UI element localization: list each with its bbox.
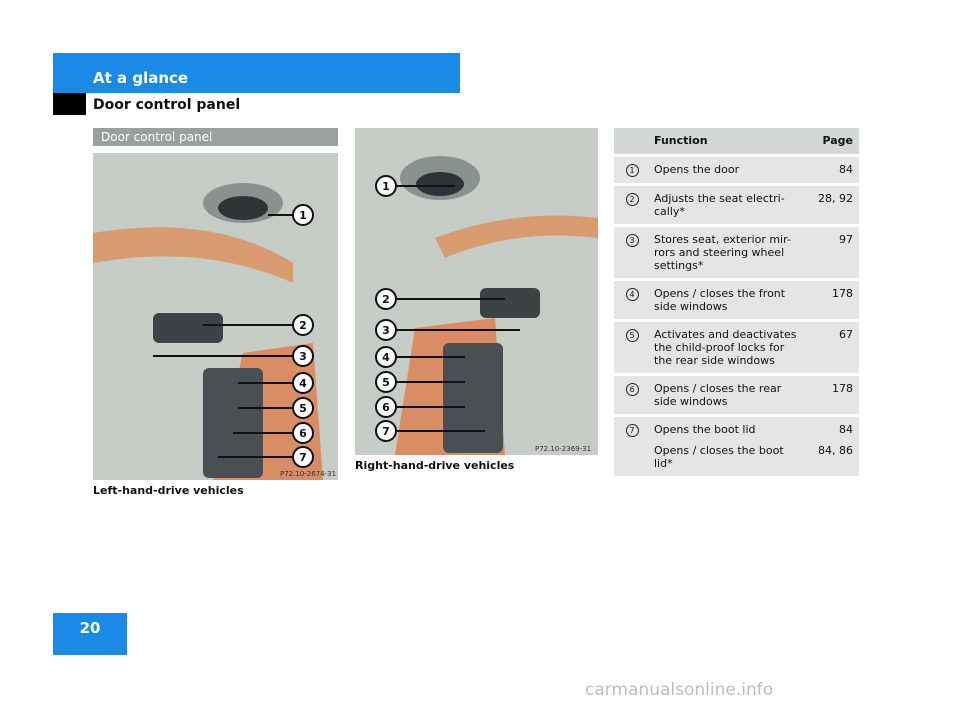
svg-text:7: 7 [299,451,307,464]
function-cell: Opens / closes the front side windows [650,279,805,322]
svg-text:1: 1 [299,209,307,222]
page-title: Door control panel [93,97,241,113]
svg-text:6: 6 [382,401,390,414]
item-number: 1 [625,164,639,177]
table-row: 4 Opens / closes the front side windows … [614,279,859,322]
svg-text:4: 4 [299,377,307,390]
svg-text:5: 5 [299,402,307,415]
page-value: 84 [839,423,853,436]
function-cell: Activates and deactivates the child-proo… [650,320,805,376]
page-cell: 67 [805,320,859,376]
page-cell: 97 [805,225,859,281]
header-bar [53,53,460,93]
svg-text:2: 2 [382,293,390,306]
table-header-row: Function Page [614,128,859,157]
left-door-photo: 1 2 3 4 5 6 7 [93,153,338,480]
function-line: Opens the boot lid [654,423,756,436]
table-row: 7 Opens the boot lid Opens / closes the … [614,415,859,479]
page-number: 20 [53,613,127,655]
function-cell: Adjusts the seat electri- cally* [650,184,805,227]
item-number: 3 [625,234,639,247]
svg-text:5: 5 [382,376,390,389]
chapter-title: At a glance [93,69,189,87]
page-cell: 178 [805,374,859,417]
function-line: Opens / closes the boot lid* [654,444,784,470]
svg-text:2: 2 [299,319,307,332]
page-value: 84, 86 [818,444,853,457]
watermark: carmanualsonline.info [585,680,774,700]
item-number: 6 [625,383,639,396]
right-photo-caption: Right-hand-drive vehicles [355,459,515,472]
table-row: 2 Adjusts the seat electri- cally* 28, 9… [614,184,859,227]
item-number: 4 [625,288,639,301]
num-header [614,128,650,157]
page-cell: 178 [805,279,859,322]
page-cell: 84 84, 86 [805,415,859,479]
page-header: Page [805,128,859,157]
left-photo-code: P72.10-2674-31 [280,470,337,478]
svg-text:3: 3 [299,350,307,363]
table-row: 3 Stores seat, exterior mir- rors and st… [614,225,859,281]
svg-text:3: 3 [382,324,390,337]
function-table: Function Page 1 Opens the door 84 2 Adju… [614,128,859,479]
page-cell: 84 [805,155,859,186]
function-cell: Stores seat, exterior mir- rors and stee… [650,225,805,281]
section-marker [53,93,86,115]
section-tag: Door control panel [93,128,338,146]
table-row: 1 Opens the door 84 [614,155,859,186]
table-row: 6 Opens / closes the rear side windows 1… [614,374,859,417]
function-cell: Opens the boot lid Opens / closes the bo… [650,415,805,479]
svg-text:4: 4 [382,351,390,364]
function-cell: Opens the door [650,155,805,186]
right-photo-code: P72.10-2369-31 [535,445,592,453]
item-number: 7 [625,424,639,437]
svg-text:1: 1 [382,180,390,193]
page-cell: 28, 92 [805,184,859,227]
item-number: 5 [625,329,639,342]
item-number: 2 [625,193,639,206]
function-cell: Opens / closes the rear side windows [650,374,805,417]
svg-text:6: 6 [299,427,307,440]
table-row: 5 Activates and deactivates the child-pr… [614,320,859,376]
right-door-photo: 1 2 3 4 5 6 7 [355,128,598,455]
function-header: Function [650,128,805,157]
left-photo-caption: Left-hand-drive vehicles [93,484,244,497]
svg-text:7: 7 [382,425,390,438]
